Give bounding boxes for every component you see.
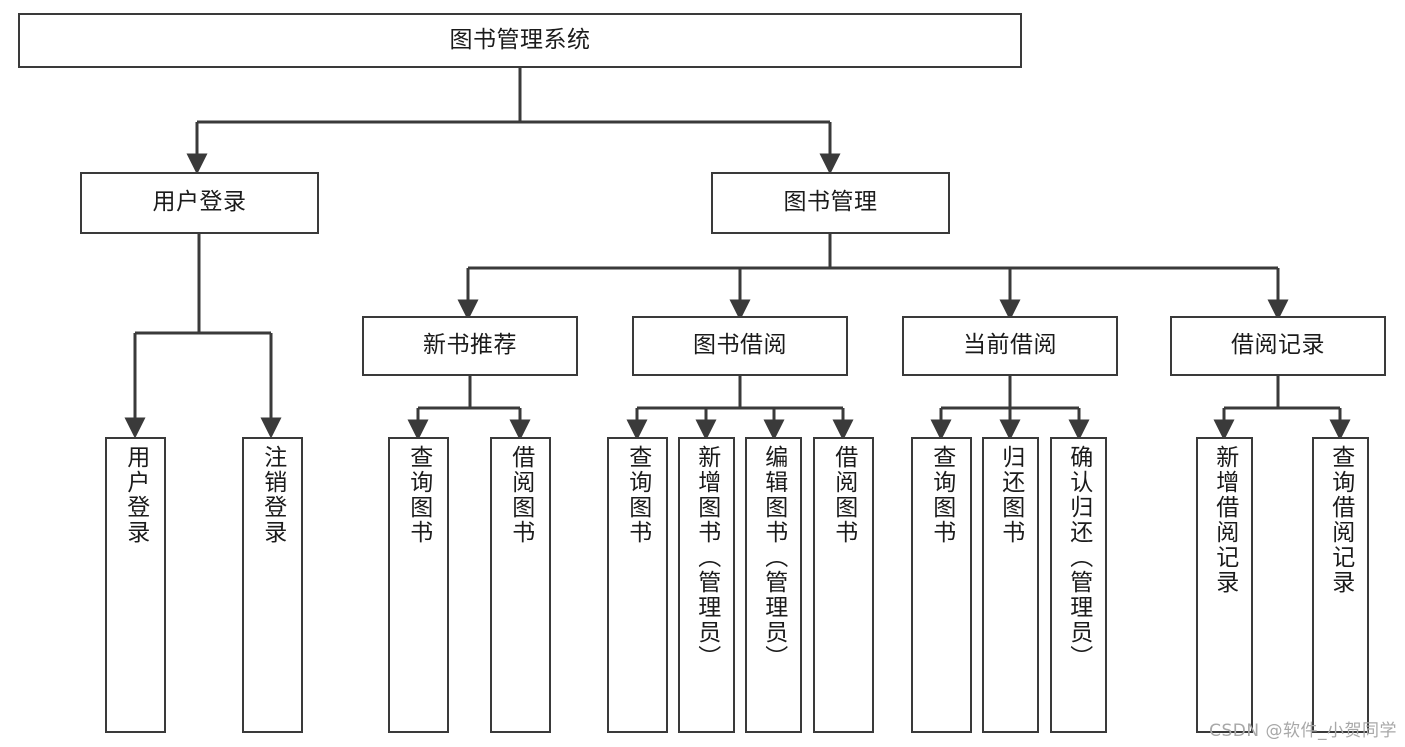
node-label: 查询图书 [624,445,651,545]
node-label: 新增借阅记录 [1211,445,1238,595]
node-label: 确认归还（管理员） [1065,445,1092,670]
node-label: 图书管理 [783,189,878,216]
node-label: 当前借阅 [963,332,1057,359]
node-label: 图书管理系统 [449,26,591,53]
leaf-current-borrow-return-book[interactable]: 归还图书 [982,437,1039,733]
leaf-book-borrow-query-book[interactable]: 查询图书 [607,437,668,733]
leaf-user-login-logout[interactable]: 注销登录 [242,437,303,733]
leaf-borrow-record-add-record[interactable]: 新增借阅记录 [1196,437,1253,733]
node-label: 图书借阅 [693,332,787,359]
node-new-book-recommend[interactable]: 新书推荐 [362,316,578,376]
node-label: 编辑图书（管理员） [760,445,787,670]
leaf-book-borrow-edit-book-admin[interactable]: 编辑图书（管理员） [745,437,802,733]
leaf-new-book-query-book[interactable]: 查询图书 [388,437,449,733]
node-label: 借阅记录 [1231,332,1325,359]
node-label: 查询图书 [405,445,432,545]
node-user-login[interactable]: 用户登录 [80,172,319,234]
node-label: 查询借阅记录 [1327,445,1354,595]
node-borrow-record[interactable]: 借阅记录 [1170,316,1386,376]
leaf-borrow-record-query-record[interactable]: 查询借阅记录 [1312,437,1369,733]
node-book-borrow[interactable]: 图书借阅 [632,316,848,376]
leaf-current-borrow-query-book[interactable]: 查询图书 [911,437,972,733]
node-label: 归还图书 [997,445,1024,545]
node-label: 借阅图书 [830,445,857,545]
node-book-management[interactable]: 图书管理 [711,172,950,234]
leaf-current-borrow-confirm-return-admin[interactable]: 确认归还（管理员） [1050,437,1107,733]
leaf-user-login-login[interactable]: 用户登录 [105,437,166,733]
watermark-text: CSDN @软件_小贺同学 [1209,721,1397,741]
leaf-new-book-borrow-book[interactable]: 借阅图书 [490,437,551,733]
node-label: 注销登录 [259,445,286,545]
node-label: 用户登录 [152,189,247,216]
node-label: 用户登录 [122,445,149,545]
node-label: 新书推荐 [423,332,517,359]
node-label: 查询图书 [928,445,955,545]
leaf-book-borrow-borrow-book[interactable]: 借阅图书 [813,437,874,733]
node-current-borrow[interactable]: 当前借阅 [902,316,1118,376]
node-root-book-management-system[interactable]: 图书管理系统 [18,13,1022,68]
node-label: 新增图书（管理员） [693,445,720,670]
node-label: 借阅图书 [507,445,534,545]
leaf-book-borrow-add-book-admin[interactable]: 新增图书（管理员） [678,437,735,733]
